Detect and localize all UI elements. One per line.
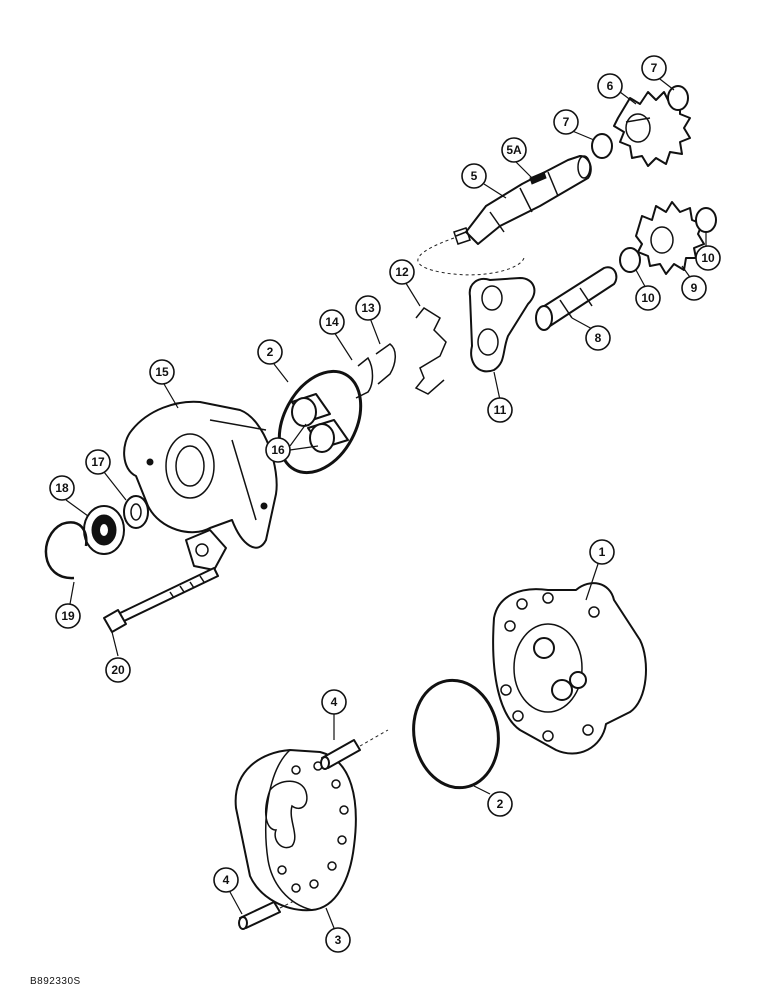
callout-17-label: 17 bbox=[91, 455, 105, 469]
seal-part-13 bbox=[375, 343, 396, 385]
callout-12-label: 12 bbox=[395, 265, 409, 279]
callout-13: 13 bbox=[355, 295, 381, 321]
leader-lines bbox=[65, 75, 707, 929]
callout-16-label: 16 bbox=[271, 443, 285, 457]
callout-4-lower-label: 4 bbox=[223, 873, 230, 887]
o-ring-part-2-upper bbox=[277, 369, 363, 475]
callout-15: 15 bbox=[149, 359, 175, 385]
drive-shaft-part-5 bbox=[453, 155, 592, 245]
callout-1-label: 1 bbox=[599, 545, 606, 559]
callout-7-upper: 7 bbox=[641, 55, 667, 81]
callout-10-right: 10 bbox=[695, 245, 721, 271]
callout-20: 20 bbox=[105, 657, 131, 683]
callout-12: 12 bbox=[389, 259, 415, 285]
callout-2-lower: 2 bbox=[487, 791, 513, 817]
washer-part-7-upper bbox=[667, 85, 689, 111]
bolt-part-20 bbox=[103, 567, 219, 633]
retainer-part-14 bbox=[355, 356, 374, 399]
o-ring-part-2-lower bbox=[412, 678, 500, 790]
callout-11-label: 11 bbox=[494, 403, 507, 417]
callout-18: 18 bbox=[49, 475, 75, 501]
callout-8: 8 bbox=[585, 325, 611, 351]
callout-6-label: 6 bbox=[607, 79, 614, 93]
callout-3: 3 bbox=[325, 927, 351, 953]
callout-7-lower-label: 7 bbox=[563, 115, 570, 129]
callout-10-left-label: 10 bbox=[641, 291, 655, 305]
washer-part-10-lower bbox=[619, 247, 641, 273]
callout-13-label: 13 bbox=[361, 301, 375, 315]
callout-2-upper-label: 2 bbox=[267, 345, 274, 359]
callout-4-upper-label: 4 bbox=[331, 695, 338, 709]
callout-16: 16 bbox=[265, 437, 291, 463]
bearing-part-18 bbox=[83, 505, 125, 555]
pin-alignment-line-upper bbox=[359, 729, 389, 747]
washer-part-10-upper bbox=[695, 207, 717, 233]
callout-5: 5 bbox=[461, 163, 487, 189]
callout-2-lower-label: 2 bbox=[497, 797, 504, 811]
figure-reference-code: B892330S bbox=[30, 976, 81, 987]
callout-4-upper: 4 bbox=[321, 689, 347, 715]
callout-11: 11 bbox=[487, 397, 513, 423]
callout-2-upper: 2 bbox=[257, 339, 283, 365]
driven-gear-part-9 bbox=[635, 201, 705, 275]
driven-shaft-part-8 bbox=[535, 266, 618, 331]
callout-17: 17 bbox=[85, 449, 111, 475]
callout-14-label: 14 bbox=[325, 315, 339, 329]
drive-gear-part-6 bbox=[613, 91, 691, 167]
callout-10-right-label: 10 bbox=[701, 251, 715, 265]
dowel-pin-part-4-upper bbox=[320, 739, 361, 770]
callout-5a: 5A bbox=[501, 137, 527, 163]
callout-19-label: 19 bbox=[61, 609, 75, 623]
snap-ring-part-19 bbox=[44, 521, 88, 580]
pin-alignment-line-lower bbox=[279, 899, 297, 909]
callout-20-label: 20 bbox=[111, 663, 125, 677]
callout-15-label: 15 bbox=[155, 365, 169, 379]
callout-1: 1 bbox=[589, 539, 615, 565]
callout-9-label: 9 bbox=[691, 281, 698, 295]
callout-7-upper-label: 7 bbox=[651, 61, 658, 75]
callout-8-label: 8 bbox=[595, 331, 602, 345]
callout-10-left: 10 bbox=[635, 285, 661, 311]
rear-housing-part-1 bbox=[492, 582, 647, 755]
callout-19: 19 bbox=[55, 603, 81, 629]
callout-6: 6 bbox=[597, 73, 623, 99]
callout-3-label: 3 bbox=[335, 933, 342, 947]
callout-5a-label: 5A bbox=[506, 143, 522, 157]
seal-clip-part-12 bbox=[414, 307, 447, 395]
callout-5-label: 5 bbox=[471, 169, 478, 183]
callout-9: 9 bbox=[681, 275, 707, 301]
callout-4-lower: 4 bbox=[213, 867, 239, 893]
washer-part-7-lower bbox=[591, 133, 613, 159]
callout-18-label: 18 bbox=[55, 481, 69, 495]
shaft-alignment-path bbox=[417, 237, 525, 276]
dowel-pin-part-4-lower bbox=[238, 901, 281, 930]
callout-7-lower: 7 bbox=[553, 109, 579, 135]
callout-14: 14 bbox=[319, 309, 345, 335]
wear-plate-part-11 bbox=[468, 277, 536, 373]
washer-part-17 bbox=[123, 495, 149, 529]
bearings-part-16 bbox=[291, 393, 349, 453]
end-cover-part-3 bbox=[234, 749, 357, 912]
front-housing-part-15 bbox=[123, 400, 278, 571]
